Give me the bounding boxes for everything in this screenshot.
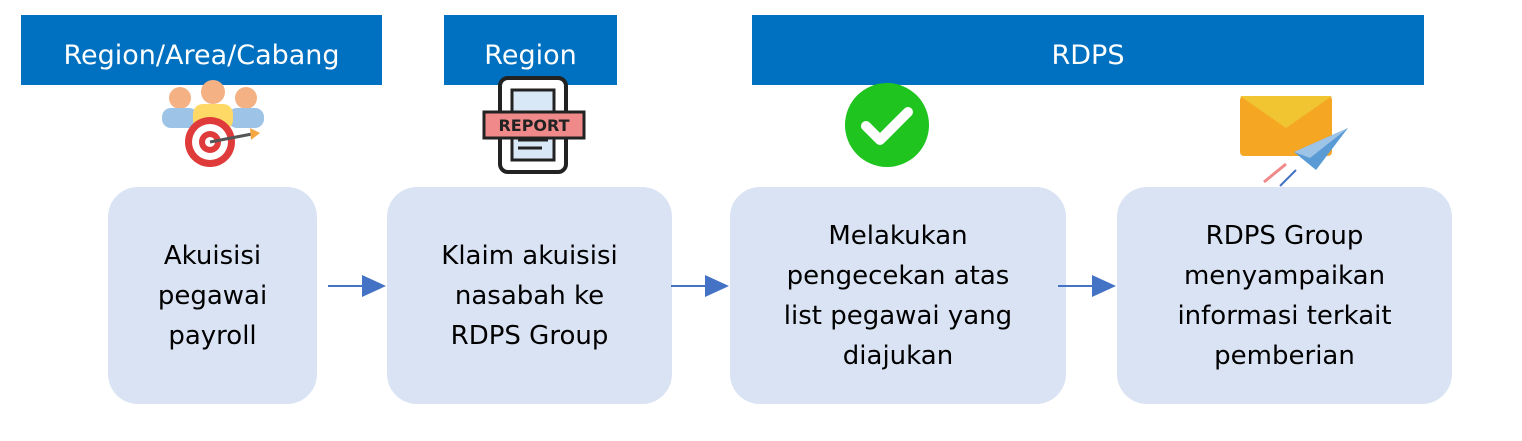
team-target-icon	[158, 78, 268, 170]
step-akuisisi-pegawai: Akuisisi pegawai payroll	[108, 187, 317, 404]
report-icon-label: REPORT	[498, 116, 570, 135]
arrow-3	[1058, 275, 1116, 297]
header-region: Region	[444, 15, 617, 85]
header-region-area-cabang: Region/Area/Cabang	[21, 15, 382, 85]
header-rdps: RDPS	[752, 15, 1424, 85]
report-icon: REPORT	[482, 76, 586, 174]
check-icon	[842, 83, 932, 167]
step-klaim-akuisisi: Klaim akuisisi nasabah ke RDPS Group	[387, 187, 672, 404]
mail-send-icon	[1236, 92, 1352, 192]
step-pengecekan: Melakukan pengecekan atas list pegawai y…	[730, 187, 1066, 404]
step-penyampaian-informasi: RDPS Group menyampaikan informasi terkai…	[1117, 187, 1452, 404]
arrow-2	[671, 275, 729, 297]
arrow-1	[328, 275, 386, 297]
